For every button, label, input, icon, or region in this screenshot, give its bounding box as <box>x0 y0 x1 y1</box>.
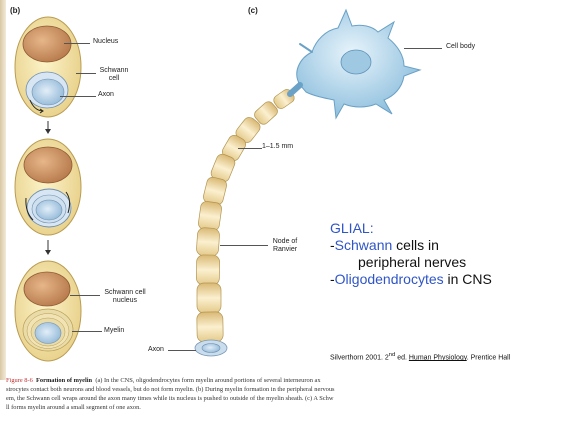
leader-nucleus <box>64 43 90 44</box>
label-axon-top: Axon <box>98 91 114 99</box>
leader-axon-bottom <box>168 350 196 351</box>
leader-schwann-cell-nucleus <box>70 295 100 296</box>
citation-book: Human Physiology <box>409 354 467 361</box>
label-schwann-cell: Schwann cell <box>96 67 132 83</box>
citation-suffix: . Prentice Hall <box>467 354 511 361</box>
label-nucleus: Nucleus <box>93 38 118 46</box>
glial-oligodendrocytes-term: Oligodendrocytes <box>335 271 444 287</box>
label-myelin: Myelin <box>104 327 124 335</box>
schwann-stage-3 <box>15 261 81 361</box>
panel-label-b: (b) <box>10 6 20 15</box>
glial-line3-rest: in CNS <box>444 271 492 287</box>
label-scale: 1–1.5 mm <box>262 143 293 151</box>
glial-title: GLIAL: <box>330 220 492 237</box>
myelinated-axon <box>195 88 296 356</box>
leader-myelin <box>72 331 102 332</box>
citation-prefix: Silverthorn 2001. 2 <box>330 354 389 361</box>
caption-line-4: ll forms myelin around a small segment o… <box>6 403 566 412</box>
caption-text-1: (a) In the CNS, oligodendrocytes form my… <box>95 377 320 384</box>
caption-line-3: em, the Schwann cell wraps around the ax… <box>6 394 566 403</box>
citation-middle: ed. <box>395 354 409 361</box>
label-axon-bottom: Axon <box>148 346 164 354</box>
stage-arrow-1 <box>45 121 51 134</box>
glial-schwann-term: Schwann <box>335 237 393 253</box>
label-cell-body: Cell body <box>446 43 475 51</box>
leader-node-of-ranvier <box>220 245 268 246</box>
figure-caption: Figure 8-6 Formation of myelin (a) In th… <box>6 376 566 412</box>
citation: Silverthorn 2001. 2nd ed. Human Physiolo… <box>330 352 510 361</box>
leader-cell-body <box>404 48 442 49</box>
glial-line1-rest: cells in <box>392 237 439 253</box>
label-node-of-ranvier: Node of Ranvier <box>268 238 302 254</box>
leader-scale <box>238 148 262 149</box>
caption-figure-number: Figure 8-6 <box>6 377 33 384</box>
glial-line-schwann: -Schwann cells in <box>330 237 492 254</box>
caption-title: Formation of myelin <box>36 377 92 384</box>
glial-line-peripheral: peripheral nerves <box>330 254 492 271</box>
label-schwann-cell-nucleus: Schwann cell nucleus <box>100 289 150 305</box>
neuron-cell-body <box>290 10 420 118</box>
schwann-stage-2 <box>15 139 81 235</box>
schwann-stage-1 <box>15 17 81 117</box>
leader-schwann-cell <box>76 73 96 74</box>
myelin-formation-illustration <box>0 0 569 380</box>
panel-label-c: (c) <box>248 6 258 15</box>
leader-axon-top <box>60 96 96 97</box>
caption-line-1: Figure 8-6 Formation of myelin (a) In th… <box>6 376 566 385</box>
glial-notes: GLIAL: -Schwann cells in peripheral nerv… <box>330 220 492 288</box>
caption-line-2: strocytes contact both neurons and blood… <box>6 385 566 394</box>
glial-line-oligodendrocytes: -Oligodendrocytes in CNS <box>330 271 492 288</box>
stage-arrow-2 <box>45 240 51 255</box>
